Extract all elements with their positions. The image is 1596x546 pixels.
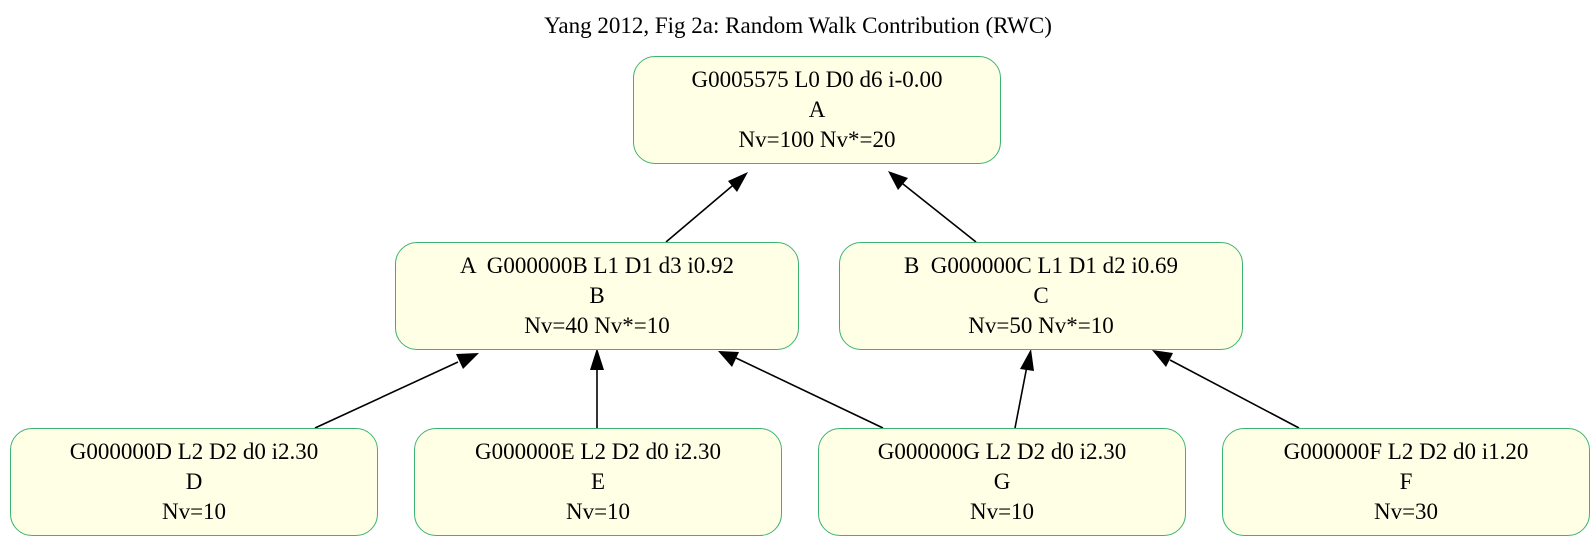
node-stats: Nv=30 xyxy=(1373,499,1439,524)
node-stats: Nv=40 Nv*=10 xyxy=(524,313,670,338)
arrowhead-c-to-a xyxy=(888,171,908,190)
node-stats: Nv=10 xyxy=(969,499,1035,524)
node-label: G xyxy=(993,469,1011,494)
arrowhead-d-to-b xyxy=(456,353,479,369)
node-stats: Nv=100 Nv*=20 xyxy=(738,127,896,152)
node-id-line: A G000000B L1 D1 d3 i0.92 xyxy=(459,253,735,278)
node-stats: Nv=50 Nv*=10 xyxy=(968,313,1114,338)
edge-g-to-c xyxy=(1014,365,1028,429)
node-label: C xyxy=(1033,283,1049,308)
node-label: B xyxy=(589,283,605,308)
node-f: G000000F L2 D2 d0 i1.20 F Nv=30 xyxy=(1222,428,1590,536)
node-g: G000000G L2 D2 d0 i2.30 G Nv=10 xyxy=(818,428,1186,536)
arrowhead-g-to-c xyxy=(1020,349,1034,371)
node-c: B G000000C L1 D1 d2 i0.69 C Nv=50 Nv*=10 xyxy=(839,242,1243,350)
node-id-line: G000000E L2 D2 d0 i2.30 xyxy=(475,439,721,464)
arrowhead-f-to-c xyxy=(1152,350,1173,367)
node-id-line: G000000F L2 D2 d0 i1.20 xyxy=(1283,439,1529,464)
node-id-line: G0005575 L0 D0 d6 i-0.00 xyxy=(691,67,943,92)
diagram-title: Yang 2012, Fig 2a: Random Walk Contribut… xyxy=(544,13,1052,38)
node-id-line: B G000000C L1 D1 d2 i0.69 xyxy=(903,253,1179,278)
node-label: D xyxy=(185,469,203,494)
edge-c-to-a xyxy=(897,179,977,243)
node-stats: Nv=10 xyxy=(161,499,227,524)
node-e: G000000E L2 D2 d0 i2.30 E Nv=10 xyxy=(414,428,782,536)
arrowhead-e-to-b xyxy=(590,348,604,370)
edge-f-to-c xyxy=(1169,359,1300,429)
node-stats: Nv=10 xyxy=(565,499,631,524)
node-label: A xyxy=(808,97,826,122)
arrowhead-g-to-b xyxy=(718,351,739,367)
node-id-line: G000000D L2 D2 d0 i2.30 xyxy=(69,439,319,464)
node-d: G000000D L2 D2 d0 i2.30 D Nv=10 xyxy=(10,428,378,536)
edge-b-to-a xyxy=(665,180,739,243)
node-b: A G000000B L1 D1 d3 i0.92 B Nv=40 Nv*=10 xyxy=(395,242,799,350)
node-id-line: G000000G L2 D2 d0 i2.30 xyxy=(877,439,1127,464)
node-label: E xyxy=(590,469,606,494)
edge-g-to-b xyxy=(735,357,884,429)
node-a: G0005575 L0 D0 d6 i-0.00 A Nv=100 Nv*=20 xyxy=(633,56,1001,164)
arrowhead-b-to-a xyxy=(728,172,748,192)
edge-d-to-b xyxy=(314,361,459,429)
node-label: F xyxy=(1399,469,1413,494)
